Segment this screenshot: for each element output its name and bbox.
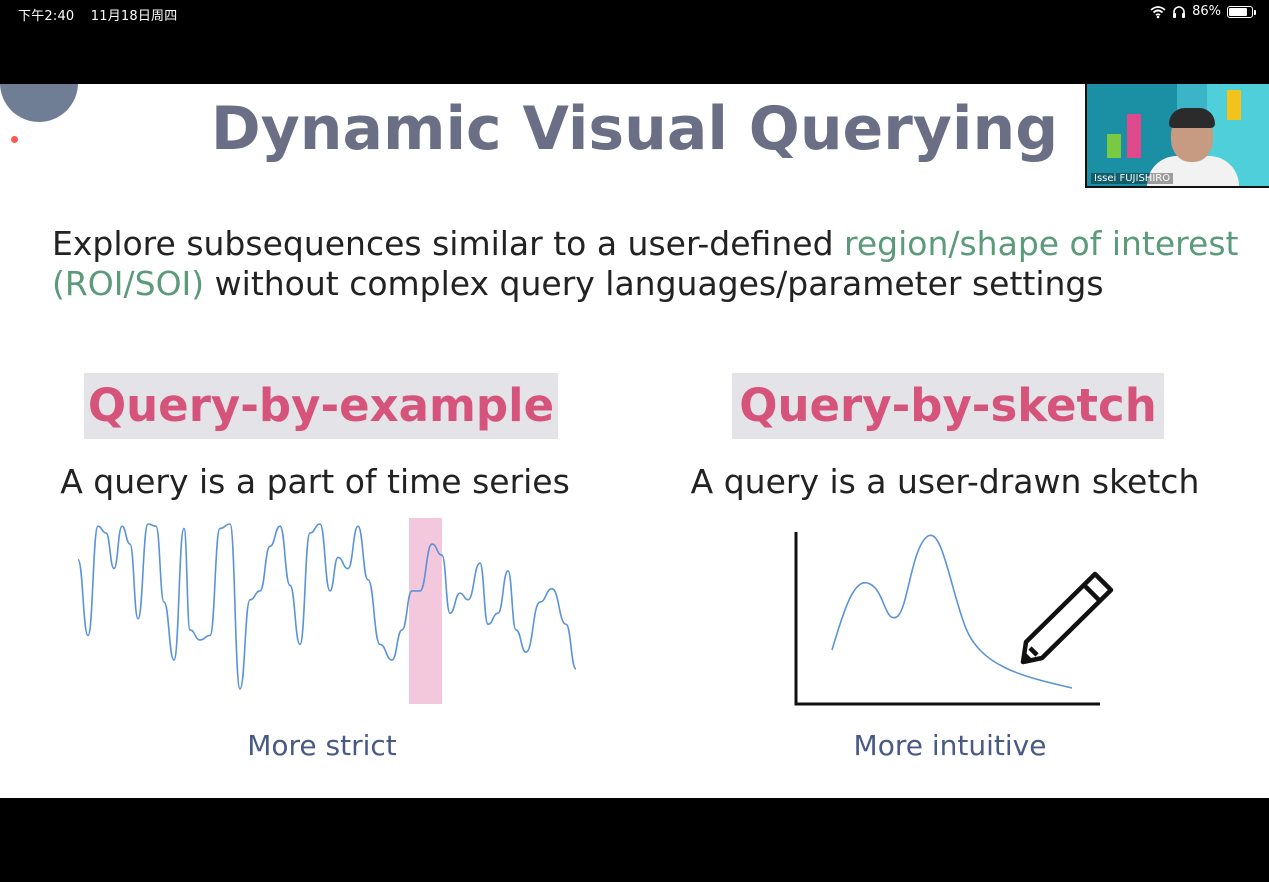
record-dot-icon xyxy=(10,135,19,144)
query-by-sketch-heading: Query-by-sketch xyxy=(739,379,1157,432)
webcam-person-hair xyxy=(1169,108,1215,128)
slide-description: Explore subsequences similar to a user-d… xyxy=(52,224,1252,304)
status-left: 下午2:40 11月18日周四 xyxy=(18,5,177,24)
status-date: 11月18日周四 xyxy=(90,9,178,24)
slide-title: Dynamic Visual Querying xyxy=(210,94,1059,164)
status-bar: 下午2:40 11月18日周四 86% xyxy=(0,0,1269,26)
query-by-example-note: More strict xyxy=(247,729,397,762)
roi-highlight xyxy=(409,518,442,704)
wifi-icon xyxy=(1150,5,1166,18)
desc-highlight-soi: (ROI/SOI) xyxy=(52,264,205,303)
slide: 录制中 Dynamic Visual Querying Explore subs… xyxy=(0,84,1269,798)
sketch-drawing xyxy=(794,532,1114,706)
query-by-example-subtitle: A query is a part of time series xyxy=(60,462,570,501)
query-by-sketch-box: Query-by-sketch xyxy=(732,373,1164,439)
desc-part2: without complex query languages/paramete… xyxy=(204,264,1104,303)
battery-percent: 86% xyxy=(1192,4,1221,19)
query-by-example-heading: Query-by-example xyxy=(87,379,555,432)
webcam-building xyxy=(1127,114,1141,158)
webcam-building xyxy=(1107,134,1121,158)
battery-icon xyxy=(1227,5,1256,18)
webcam-building xyxy=(1227,90,1241,120)
query-by-example-box: Query-by-example xyxy=(84,373,558,439)
time-series-chart xyxy=(77,518,577,704)
sketch-axes xyxy=(794,532,1100,706)
battery-fill xyxy=(1229,7,1247,16)
query-by-sketch-subtitle: A query is a user-drawn sketch xyxy=(690,462,1200,501)
desc-part1: Explore subsequences similar to a user-d… xyxy=(52,224,844,263)
sketch-curve xyxy=(831,534,1073,689)
desc-highlight-roi: region/shape of interest xyxy=(844,224,1239,263)
status-right: 86% xyxy=(1150,4,1256,19)
time-series-line xyxy=(77,523,577,690)
bottom-letterbox xyxy=(0,798,1269,882)
pencil-icon xyxy=(1020,571,1114,665)
recording-indicator[interactable]: 录制中 xyxy=(10,132,53,147)
webcam-name: Issei FUJISHIRO xyxy=(1091,173,1174,184)
recording-label: 录制中 xyxy=(23,136,53,147)
webcam-preview[interactable]: Issei FUJISHIRO xyxy=(1085,84,1269,188)
headphones-icon xyxy=(1173,5,1186,18)
status-time: 下午2:40 xyxy=(18,9,75,24)
query-by-sketch-note: More intuitive xyxy=(853,729,1047,762)
